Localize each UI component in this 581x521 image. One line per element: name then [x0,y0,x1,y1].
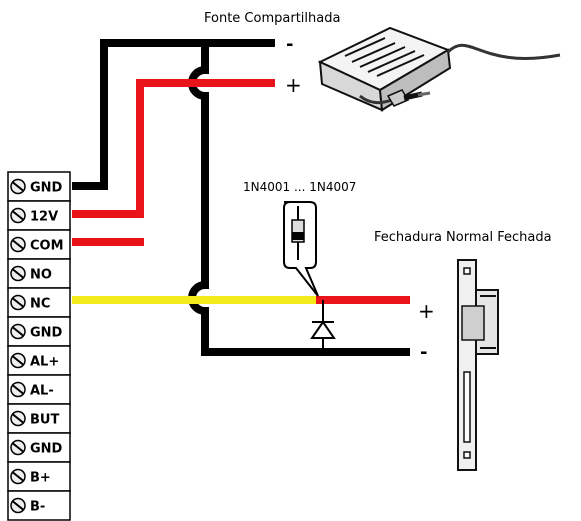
terminal-block: GND 12V COM NO NC GND AL+ AL- BUT GND B+ B- [7,171,71,521]
terminal-label: AL- [30,384,54,399]
diode-symbol [310,300,336,352]
negative-wire [72,39,410,356]
terminal-bminus: B- [7,490,71,521]
door-lock-image [457,259,499,471]
lock-title: Fechadura Normal Fechada [374,230,552,245]
terminal-label: GND [30,442,63,457]
terminal-label: BUT [30,413,59,428]
terminal-label: NO [30,268,52,283]
terminal-alminus: AL- [7,374,71,405]
power-supply-plus-label: + [285,73,302,97]
terminal-label: GND [30,181,63,196]
lock-minus-label: - [420,342,427,363]
power-supply-minus-label: - [286,34,293,55]
terminal-bplus: B+ [7,461,71,492]
diode-callout [283,201,319,297]
terminal-com: COM [7,229,71,260]
terminal-label: B+ [30,471,51,486]
power-supply-image [317,26,561,112]
terminal-gnd: GND [7,171,71,202]
terminal-but: BUT [7,403,71,434]
power-supply-title: Fonte Compartilhada [204,11,340,26]
terminal-label: B- [30,500,45,515]
terminal-12v: 12V [7,200,71,231]
terminal-label: NC [30,297,50,312]
terminal-nc: NC [7,287,71,318]
terminal-alplus: AL+ [7,345,71,376]
terminal-label: 12V [30,210,58,225]
terminal-no: NO [7,258,71,289]
terminal-label: AL+ [30,355,59,370]
terminal-gnd: GND [7,316,71,347]
terminal-label: COM [30,239,64,254]
terminal-label: GND [30,326,63,341]
lock-plus-label: + [418,299,435,323]
diode-label: 1N4001 ... 1N4007 [243,180,356,194]
terminal-gnd: GND [7,432,71,463]
positive-wire [72,79,410,304]
